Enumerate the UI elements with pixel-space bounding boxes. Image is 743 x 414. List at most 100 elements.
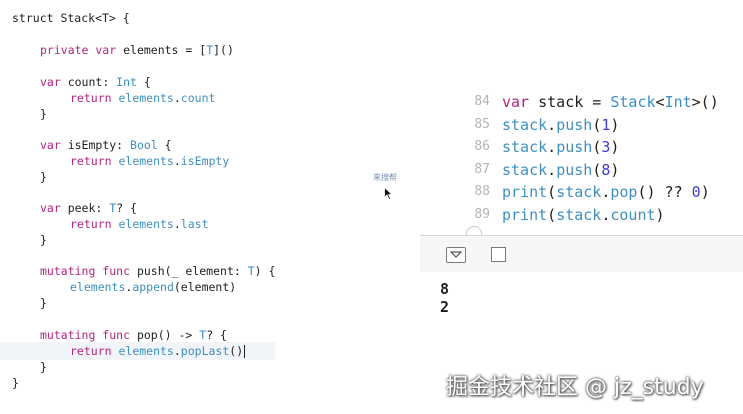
- code-token: return: [70, 91, 119, 105]
- playground-code-text: print(stack.count): [502, 204, 665, 226]
- code-token: ): [610, 160, 620, 179]
- code-token: Int: [664, 93, 692, 111]
- line-number: 88: [474, 184, 490, 199]
- code-token: elements: [70, 280, 126, 294]
- code-token: (: [592, 160, 602, 179]
- code-line: struct Stack<T> {: [12, 10, 130, 26]
- code-token: <: [655, 93, 665, 111]
- code-token: return: [70, 344, 119, 358]
- chevron-down-box-icon[interactable]: [446, 247, 466, 263]
- code-token: 3: [601, 138, 611, 156]
- playground-code-text: print(stack.pop() ?? 0): [502, 181, 710, 203]
- code-token: ): [700, 183, 710, 201]
- code-token: stack: [502, 138, 548, 156]
- code-token: elements: [118, 154, 174, 168]
- console-line: 8: [440, 280, 450, 298]
- code-line: return elements.count: [70, 90, 215, 106]
- code-line: elements.append(element): [70, 279, 236, 295]
- code-token: append: [132, 280, 174, 294]
- code-token: (: [547, 183, 557, 201]
- code-token: var: [502, 93, 539, 111]
- code-token: push: [556, 160, 593, 179]
- code-token: (: [547, 205, 557, 224]
- code-token: ](): [213, 43, 234, 57]
- code-token: return: [70, 154, 119, 168]
- code-token: }: [40, 170, 47, 184]
- console-line: 2: [440, 298, 450, 316]
- code-token: ? {: [116, 201, 137, 215]
- code-token: isEmpty:: [67, 138, 131, 152]
- code-token: push(_ element:: [136, 264, 248, 278]
- current-line-highlight: [0, 342, 275, 360]
- code-line: }: [40, 359, 47, 375]
- line-number: 89: [474, 206, 490, 222]
- code-token: peek:: [67, 201, 110, 215]
- mouse-pointer-icon: [384, 185, 394, 204]
- code-token: count: [610, 205, 656, 224]
- code-token: ): [655, 205, 665, 224]
- code-token: .: [547, 138, 557, 156]
- code-token: .: [601, 183, 611, 201]
- code-line: }: [40, 295, 47, 311]
- code-line: mutating func push(_ element: T) {: [40, 263, 275, 279]
- playground-line: 88 print(stack.pop() ?? 0): [420, 181, 743, 203]
- code-token: elements: [118, 91, 174, 105]
- code-token: struct Stack<T> {: [12, 11, 130, 25]
- code-token: T: [199, 328, 207, 342]
- code-token: ) {: [254, 264, 276, 278]
- square-icon[interactable]: [491, 247, 506, 262]
- code-token: (): [229, 344, 244, 358]
- code-token: .: [173, 91, 181, 105]
- code-token: (element): [173, 280, 237, 294]
- code-token: var: [40, 75, 68, 89]
- playground-code-text: stack.push(8): [502, 159, 619, 181]
- code-token: .: [173, 217, 181, 231]
- code-token: .: [601, 205, 611, 224]
- line-number: 85: [474, 116, 490, 132]
- code-token: private var: [40, 43, 124, 57]
- code-token: 1: [601, 115, 611, 134]
- code-token: 0: [691, 183, 701, 201]
- code-token: Bool: [130, 138, 158, 152]
- code-token: count: [180, 91, 216, 105]
- line-number: 84: [474, 94, 490, 109]
- code-token: {: [136, 75, 151, 89]
- code-token: stack =: [538, 93, 611, 111]
- brand-watermark: 掘金技术社区 @ jz_study: [446, 375, 704, 400]
- code-token: mutating func: [40, 264, 137, 278]
- console-output: 8 2: [420, 272, 743, 414]
- code-token: stack: [502, 115, 548, 134]
- code-token: elements: [118, 344, 174, 358]
- code-line: }: [40, 232, 47, 248]
- code-token: }: [40, 296, 47, 310]
- code-token: }: [40, 233, 47, 247]
- code-token: count:: [67, 75, 117, 89]
- code-token: var: [40, 201, 68, 215]
- code-token: return: [70, 217, 119, 231]
- code-token: }: [40, 360, 47, 374]
- source-editor[interactable]: struct Stack<T> { private var elements = …: [0, 0, 420, 414]
- code-token: stack: [556, 205, 602, 224]
- code-token: .: [173, 344, 181, 358]
- code-token: }: [40, 107, 47, 121]
- code-token: .: [125, 280, 133, 294]
- code-token: ? {: [206, 328, 227, 342]
- code-token: push: [556, 115, 593, 134]
- code-line: }: [12, 375, 19, 391]
- code-token: T: [206, 43, 214, 57]
- code-token: {: [157, 138, 172, 152]
- code-line: var count: Int {: [40, 74, 151, 90]
- code-token: print: [502, 205, 548, 224]
- playground-code-text: var stack = Stack<Int>(): [502, 91, 719, 113]
- code-token: popLast: [180, 344, 230, 358]
- text-caret: [244, 345, 246, 358]
- code-token: stack: [502, 160, 548, 179]
- code-token: .: [173, 154, 181, 168]
- code-token: elements: [118, 217, 174, 231]
- code-token: >(): [691, 93, 719, 111]
- code-line: private var elements = [T](): [40, 42, 234, 58]
- code-line: mutating func pop() -> T? {: [40, 327, 227, 343]
- code-token: .: [547, 160, 557, 179]
